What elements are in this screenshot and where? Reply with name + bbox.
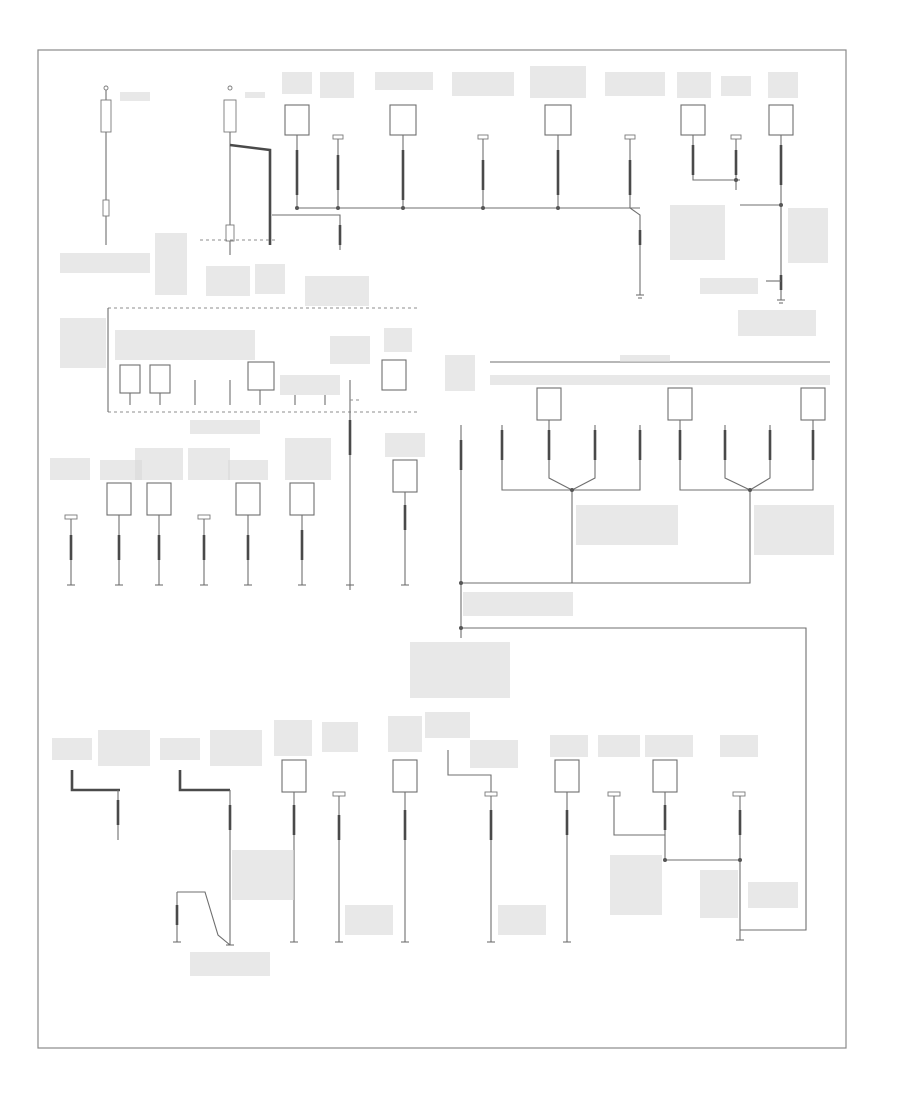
top-left-ground-stubs [100,85,272,255]
top-ground-symbols [636,294,785,304]
right-middle-module [410,355,834,931]
diagram-frame [37,49,847,1049]
bottom-components [52,712,798,976]
top-label-blocks [60,66,828,336]
top-right-wires [691,135,783,300]
left-middle-components [50,433,425,586]
top-component-row [284,104,794,140]
top-bus-wires [200,135,642,295]
left-module-box [60,307,420,590]
